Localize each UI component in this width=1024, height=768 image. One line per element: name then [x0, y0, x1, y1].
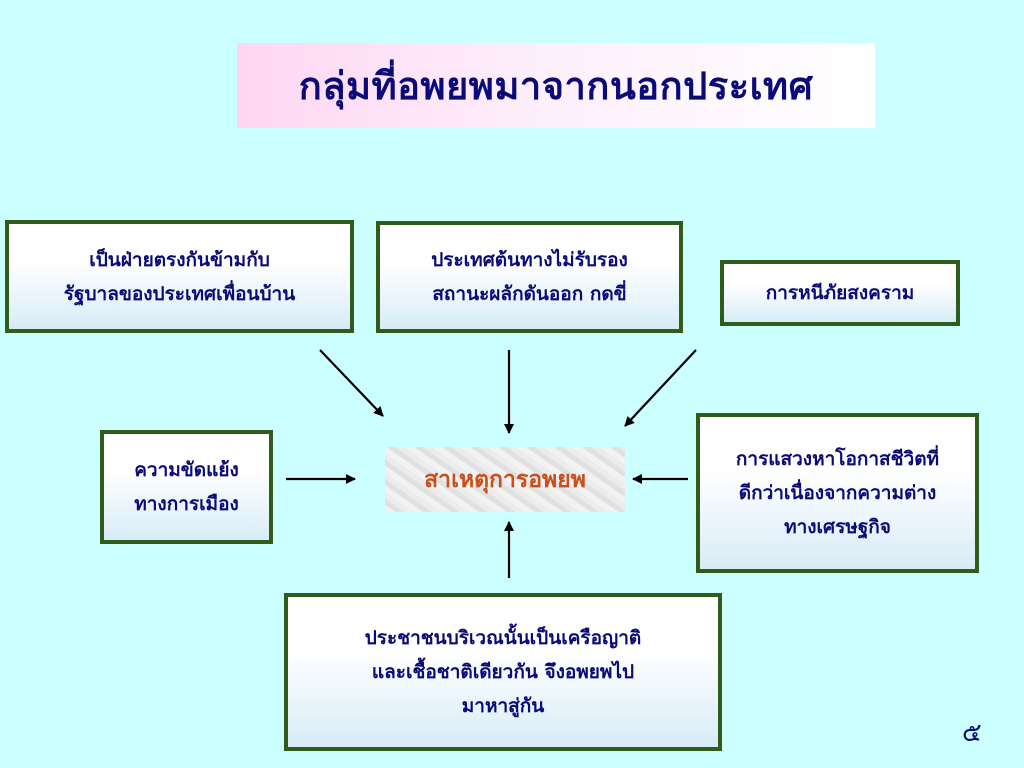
- center-label: สาเหตุการอพยพ: [424, 465, 586, 493]
- box-better-life-line-1: การแสวงหาโอกาสชีวิตที่: [735, 448, 940, 470]
- box-better-life: การแสวงหาโอกาสชีวิตที่ ดีกว่าเนื่องจากคว…: [696, 413, 979, 573]
- box-neighbor-opposition-line-1: เป็นฝ่ายตรงกันข้ามกับ: [89, 248, 270, 271]
- box-political-conflict: ความขัดแย้ง ทางการเมือง: [100, 430, 273, 544]
- arrow-from-war-refuge: [624, 349, 697, 427]
- box-neighbor-opposition: เป็นฝ่ายตรงกันข้ามกับ รัฐบาลของประเทศเพื…: [5, 220, 354, 333]
- title-banner: กลุ่มที่อพยพมาจากนอกประเทศ: [237, 43, 875, 128]
- box-kinship-line-3: มาหาสู่กัน: [461, 695, 545, 717]
- box-neighbor-opposition-line-2: รัฐบาลของประเทศเพื่อนบ้าน: [63, 282, 296, 305]
- page-title: กลุ่มที่อพยพมาจากนอกประเทศ: [298, 63, 814, 108]
- box-better-life-line-3: ทางเศรษฐกิจ: [784, 516, 891, 538]
- box-war-refuge: การหนีภัยสงคราม: [720, 260, 960, 326]
- box-war-refuge-line-1: การหนีภัยสงคราม: [765, 282, 915, 304]
- box-origin-country-line-1: ประเทศต้นทางไม่รับรอง: [431, 249, 628, 271]
- box-origin-country-line-2: สถานะผลักดันออก กดขี่: [432, 283, 627, 305]
- arrow-from-neighbor-opposition: [319, 349, 384, 417]
- box-kinship: ประชาชนบริเวณนั้นเป็นเครือญาติ และเชื้อช…: [284, 593, 722, 751]
- box-political-conflict-line-1: ความขัดแย้ง: [134, 459, 239, 481]
- box-political-conflict-line-2: ทางการเมือง: [134, 493, 239, 515]
- center-box: สาเหตุการอพยพ: [385, 447, 625, 512]
- box-origin-country: ประเทศต้นทางไม่รับรอง สถานะผลักดันออก กด…: [376, 221, 683, 333]
- box-kinship-line-1: ประชาชนบริเวณนั้นเป็นเครือญาติ: [364, 627, 642, 649]
- page-number: ๕: [962, 718, 982, 748]
- box-kinship-line-2: และเชื้อชาติเดียวกัน จึงอพยพไป: [371, 661, 635, 683]
- box-better-life-line-2: ดีกว่าเนื่องจากความต่าง: [738, 482, 937, 504]
